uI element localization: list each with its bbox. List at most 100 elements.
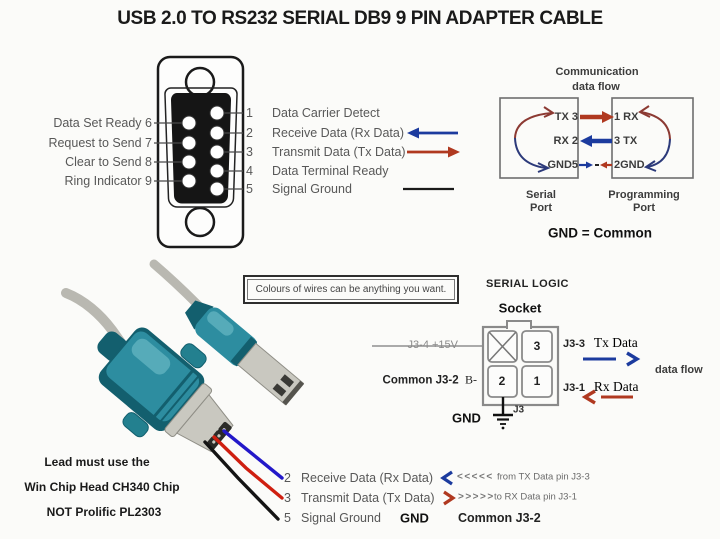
usb-contact-slot: [272, 383, 287, 397]
black-wire: [203, 440, 280, 521]
breakout-wires: [203, 429, 284, 521]
programming-rx-label: 1 RX: [614, 111, 639, 123]
usb-plug-photo: [185, 300, 305, 406]
pin-function-label: Request to Send: [48, 136, 142, 150]
bottom-rx-arrow-icon: [440, 470, 453, 486]
serial-port-caption-1: Serial: [526, 189, 556, 201]
blue-wire: [222, 429, 284, 480]
flow-rx-arrow-icon: [580, 135, 592, 147]
socket-drawing: [372, 320, 641, 430]
programming-tx-label: 3 TX: [614, 135, 638, 147]
socket-pin-2: 2: [498, 374, 506, 388]
common-pin-number: J3-2: [435, 374, 459, 387]
serial-adapter-photo: [97, 327, 234, 453]
pin-function-label: Data Carrier Detect: [272, 106, 380, 120]
ground-symbol-icon: [493, 413, 513, 425]
tx-data-arrow-icon: [626, 351, 641, 367]
usb-strain-relief: [185, 300, 214, 330]
socket-pin-3: 3: [533, 339, 541, 353]
pin-number: 8: [145, 155, 152, 169]
comm-flow-drawing: [499, 97, 694, 179]
cable-note-2: Win Chip Head CH340 Chip: [24, 480, 180, 494]
screw-hole-bottom: [184, 206, 216, 238]
db9-left-pin-8: Clear to Send 8: [65, 155, 152, 169]
wiring-note: to RX Data pin J3-1: [494, 491, 577, 503]
tx-data-text: Tx Data: [593, 335, 638, 350]
pin-number: 5: [246, 182, 253, 196]
rx-pin-number: J3-1: [563, 382, 586, 394]
tx-data-label: J3-3 Tx Data: [563, 334, 638, 352]
pin-function-label: Transmit Data (Tx Data): [272, 145, 406, 159]
serial-logic-heading: SERIAL LOGIC: [486, 278, 569, 290]
adapter-body: [106, 331, 200, 422]
db9-pins: [181, 105, 225, 197]
tx-arrow-icon: [448, 146, 460, 158]
pin-function-label: Data Set Ready: [53, 116, 142, 130]
gnd-label: GND: [452, 410, 481, 426]
pin-number: 6: [145, 116, 152, 130]
programming-port-box: [611, 97, 694, 179]
socket-pin-1: 1: [533, 374, 541, 388]
programming-port-caption-1: Programming: [608, 189, 680, 201]
wire-colour-note: Colours of wires can be anything you wan…: [243, 275, 459, 304]
pin-number: 3: [246, 145, 253, 159]
disabled-pin-label: J3-4 +15V: [407, 339, 458, 351]
socket-label: Socket: [498, 300, 542, 316]
dsub-outline: [164, 87, 238, 208]
bottom-tx-arrow-icon: [443, 490, 456, 506]
gnd-label: GND: [400, 510, 429, 526]
cable-note-1: Lead must use the: [44, 455, 150, 469]
db9-connector-drawing: [154, 55, 460, 249]
pin-function-label: Clear to Send: [65, 155, 142, 169]
common-word: Common: [382, 374, 433, 387]
pin-number: 3: [284, 491, 291, 505]
usb-face-edge: [282, 380, 305, 406]
pin-number: 7: [145, 136, 152, 150]
programming-port-caption-2: Port: [633, 202, 655, 214]
gnd-common-note: GND = Common: [548, 225, 652, 241]
wire-colour-note-text: Colours of wires can be anything you wan…: [255, 284, 447, 295]
socket-notch: [506, 320, 532, 329]
page-title: USB 2.0 TO RS232 SERIAL DB9 9 PIN ADAPTE…: [117, 8, 603, 29]
gnd-arrow-left-icon: [600, 161, 607, 169]
db9-left-pin-6: Data Set Ready 6: [53, 116, 152, 130]
rx-data-text: Rx Data: [593, 379, 639, 394]
serial-tx-label: TX 3: [554, 111, 578, 123]
serial-gnd-label: GND5: [547, 159, 578, 171]
gnd-arrow-right-icon: [586, 161, 593, 169]
adapter-highlight: [131, 338, 171, 375]
pin-number: 1: [246, 106, 253, 120]
cable-note-3: NOT Prolific PL2303: [46, 505, 162, 519]
adapter-ridge: [156, 375, 199, 427]
pin-number: 4: [246, 164, 253, 178]
pin-function-label: Receive Data (Rx Data): [272, 126, 404, 140]
db9-left-pin-9: Ring Indicator 9: [64, 174, 152, 188]
data-flow-label: data flow: [655, 364, 703, 376]
programming-loop-arc-bottom: [646, 138, 671, 168]
rx-data-label: J3-1 Rx Data: [563, 378, 639, 396]
pin-number: 2: [284, 471, 291, 485]
programming-gnd-label: 2GND: [614, 159, 645, 171]
serial-rx-label: RX 2: [553, 135, 578, 147]
serial-port-caption-2: Port: [530, 202, 552, 214]
comm-flow-heading-1: Communication: [555, 66, 639, 78]
screw-hole-top: [184, 66, 216, 98]
chevrons: >>>>>: [458, 491, 495, 503]
pin-function-label: Transmit Data (Tx Data): [301, 491, 435, 505]
programming-loop-arc-top: [640, 111, 671, 140]
pin-function-label: Data Terminal Ready: [272, 164, 389, 178]
tx-pin-number: J3-3: [563, 338, 586, 350]
usb-contact-slot: [280, 374, 295, 388]
flow-tx-arrow-icon: [602, 111, 614, 123]
wiring-note: from TX Data pin J3-3: [497, 471, 590, 483]
serial-loop-arc-bottom: [514, 137, 547, 169]
red-wire: [212, 435, 284, 500]
common-suffix: B-: [465, 372, 477, 387]
pin-function-label: Ring Indicator: [64, 174, 142, 188]
usb-collar: [230, 336, 258, 367]
db9-left-pin-7: Request to Send 7: [48, 136, 152, 150]
serial-port-box: [499, 97, 579, 179]
pin-number: 2: [246, 126, 253, 140]
j3-label: J3: [513, 404, 525, 416]
